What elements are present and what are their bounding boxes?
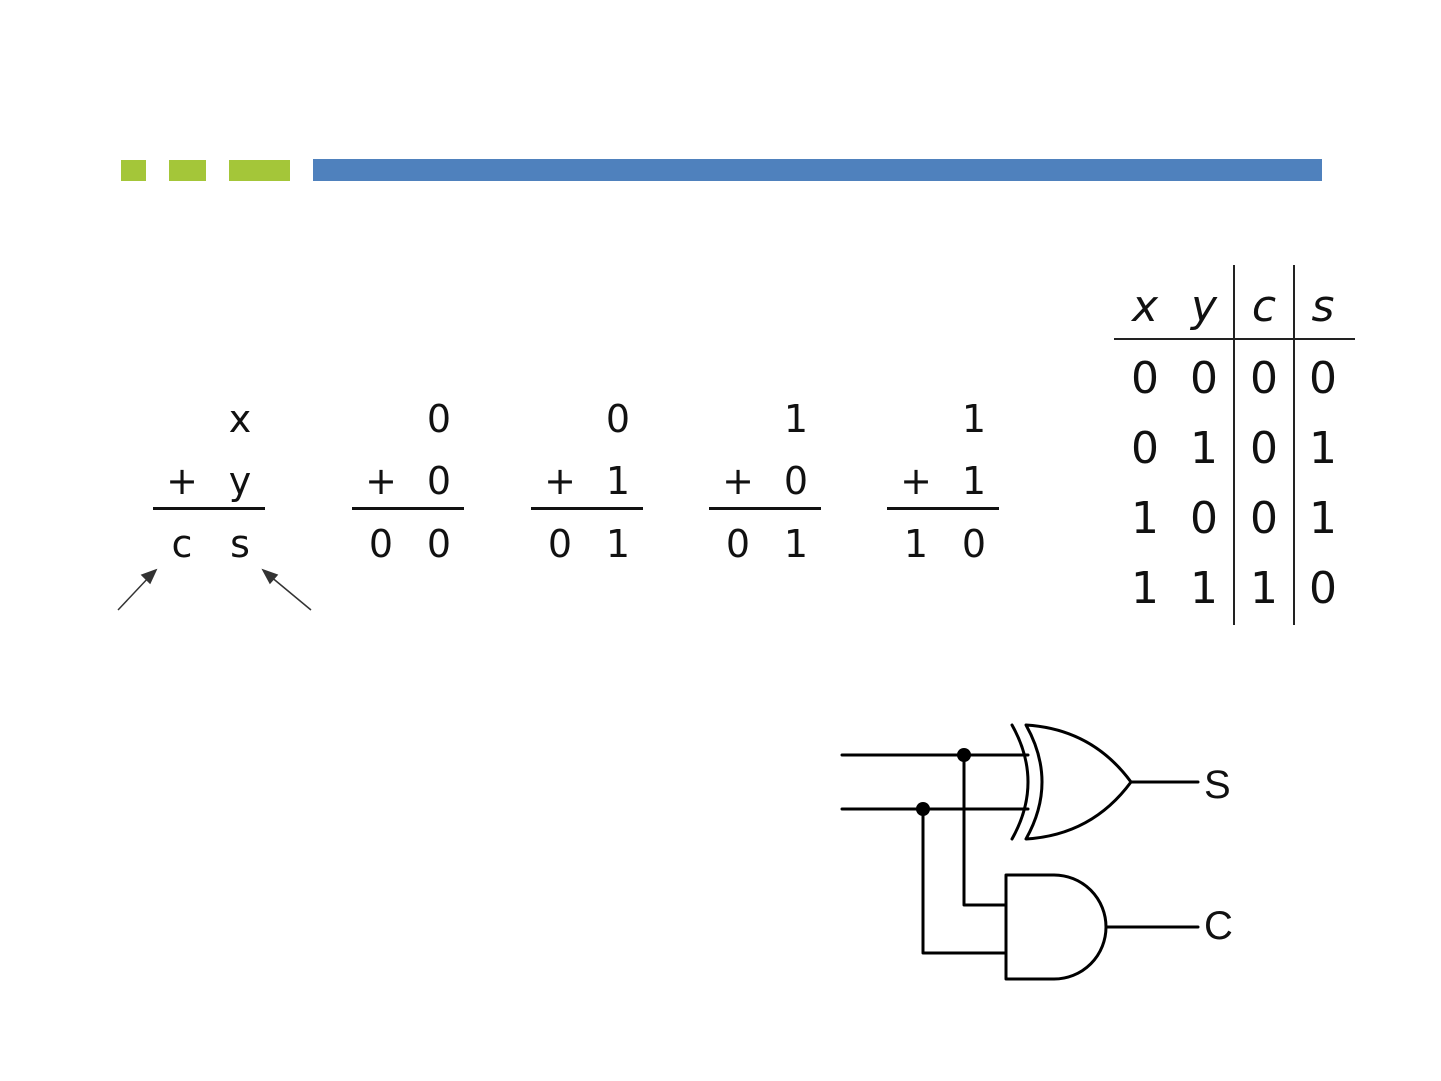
circuit-drawing <box>830 715 1250 1005</box>
carry-output-label: C <box>1204 906 1233 946</box>
table-cell: 0 <box>1298 357 1348 401</box>
table-cell: 0 <box>1239 427 1289 471</box>
branch-a-wire <box>964 755 1006 905</box>
sum-output-label: S <box>1204 765 1231 805</box>
table-cell: 0 <box>1179 497 1229 541</box>
sum-arrow-head <box>263 570 277 583</box>
xor-gate <box>1026 725 1131 839</box>
half-adder-circuit: S C <box>830 715 1250 1005</box>
sum-arrow-line <box>270 576 311 610</box>
table-cell: 1 <box>1179 567 1229 611</box>
table-cell: 0 <box>1120 357 1170 401</box>
header-s: s <box>1298 285 1348 329</box>
table-cell: 1 <box>1179 427 1229 471</box>
table-cell: 1 <box>1239 567 1289 611</box>
table-cell: 1 <box>1120 567 1170 611</box>
and-gate <box>1006 875 1106 979</box>
table-cell: 0 <box>1179 357 1229 401</box>
table-cell: 1 <box>1120 497 1170 541</box>
junction-dot-b <box>916 802 930 816</box>
header-y: y <box>1179 285 1229 329</box>
table-cell: 0 <box>1120 427 1170 471</box>
carry-arrow-head <box>142 570 156 583</box>
carry-arrow-line <box>118 576 150 610</box>
table-cell: 0 <box>1298 567 1348 611</box>
header-x: x <box>1120 285 1170 329</box>
table-cell: 1 <box>1298 497 1348 541</box>
table-cell: 0 <box>1239 357 1289 401</box>
xor-back-arc <box>1012 725 1028 839</box>
table-cell: 0 <box>1239 497 1289 541</box>
truth-table: x y c s 0 0 0 0 0 1 0 1 1 0 0 1 1 1 1 0 <box>1112 265 1357 625</box>
junction-dot-a <box>957 748 971 762</box>
header-c: c <box>1239 285 1289 329</box>
table-cell: 1 <box>1298 427 1348 471</box>
